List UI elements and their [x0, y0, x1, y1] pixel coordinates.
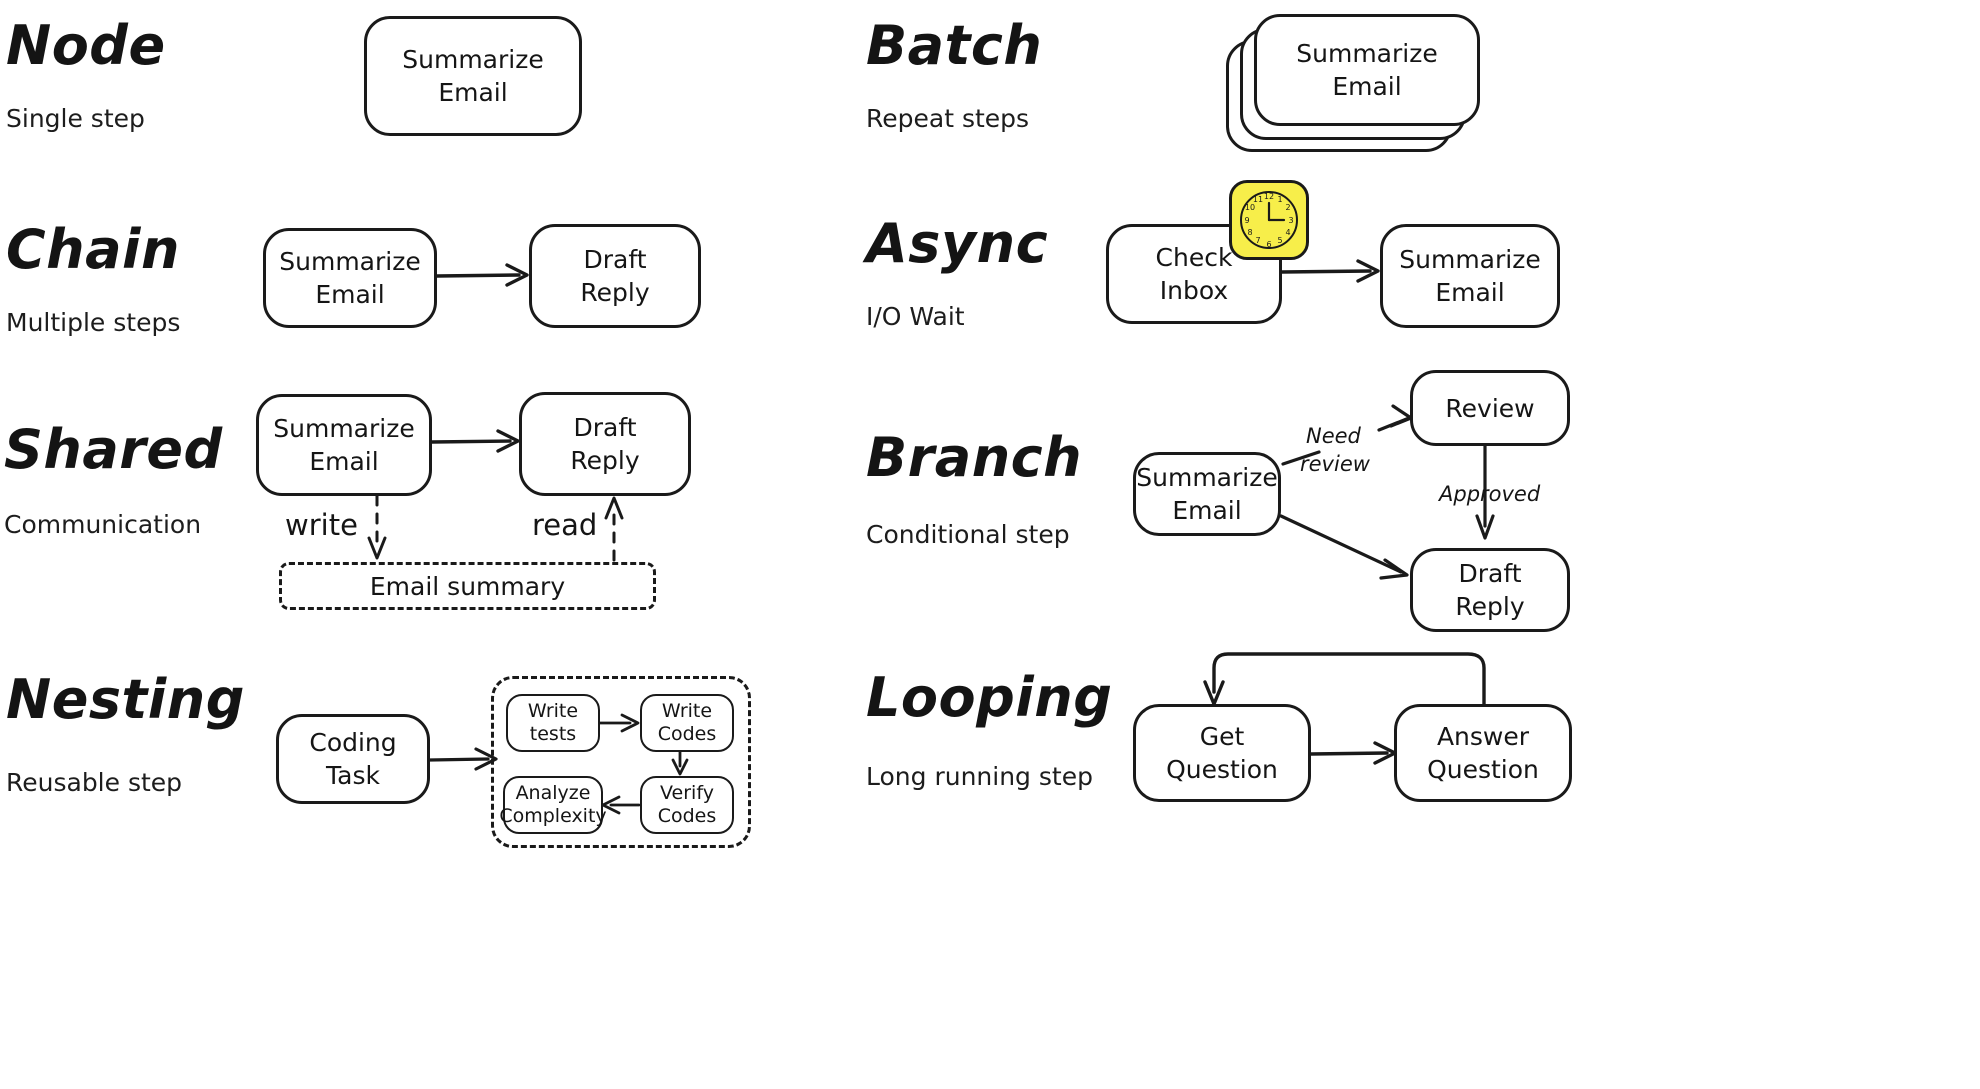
svg-text:9: 9	[1244, 216, 1249, 225]
nesting-subflow-group	[491, 676, 751, 848]
shared-edge-label-write: write	[285, 508, 358, 542]
section-title-nesting: Nesting	[6, 668, 245, 731]
shared-arrow-write	[367, 494, 387, 560]
svg-text:2: 2	[1285, 203, 1290, 212]
async-arrow	[1280, 259, 1380, 283]
svg-text:3: 3	[1288, 216, 1293, 225]
section-subtitle-shared: Communication	[4, 510, 202, 539]
section-subtitle-batch: Repeat steps	[866, 104, 1030, 133]
shared-edge-label-read: read	[532, 508, 598, 542]
branch-arrow-direct	[1279, 514, 1409, 580]
branch-edge-label-review: review	[1300, 452, 1370, 476]
section-title-batch: Batch	[866, 14, 1043, 77]
shared-arrow-main	[430, 429, 520, 453]
store-label: Email summary	[369, 571, 566, 601]
chain-arrow	[435, 263, 529, 287]
svg-text:8: 8	[1247, 228, 1252, 237]
svg-text:12: 12	[1264, 192, 1274, 201]
section-title-shared: Shared	[4, 418, 223, 481]
section-title-branch: Branch	[866, 426, 1083, 489]
svg-text:10: 10	[1245, 203, 1255, 212]
svg-text:7: 7	[1255, 236, 1260, 245]
section-title-async: Async	[866, 212, 1049, 275]
svg-text:11: 11	[1253, 195, 1263, 204]
section-title-looping: Looping	[866, 666, 1113, 729]
section-title-chain: Chain	[6, 218, 180, 281]
section-subtitle-nesting: Reusable step	[6, 768, 183, 797]
section-subtitle-branch: Conditional step	[866, 520, 1070, 549]
branch-edge-label-approved: Approved	[1439, 482, 1541, 506]
section-subtitle-node: Single step	[6, 104, 145, 133]
section-subtitle-chain: Multiple steps	[6, 308, 181, 337]
svg-text:6: 6	[1266, 240, 1271, 249]
section-subtitle-looping: Long running step	[866, 762, 1093, 791]
section-subtitle-async: I/O Wait	[866, 302, 965, 331]
node-label: Review	[1445, 393, 1535, 423]
shared-store-email-summary[interactable]: Email summary	[279, 562, 656, 610]
branch-review[interactable]: Review	[1410, 370, 1570, 446]
section-title-node: Node	[6, 14, 166, 77]
branch-edge-label-need: Need	[1306, 424, 1361, 448]
svg-text:5: 5	[1277, 236, 1282, 245]
svg-text:4: 4	[1285, 228, 1290, 237]
shared-arrow-read	[604, 496, 624, 562]
svg-text:1: 1	[1277, 195, 1282, 204]
